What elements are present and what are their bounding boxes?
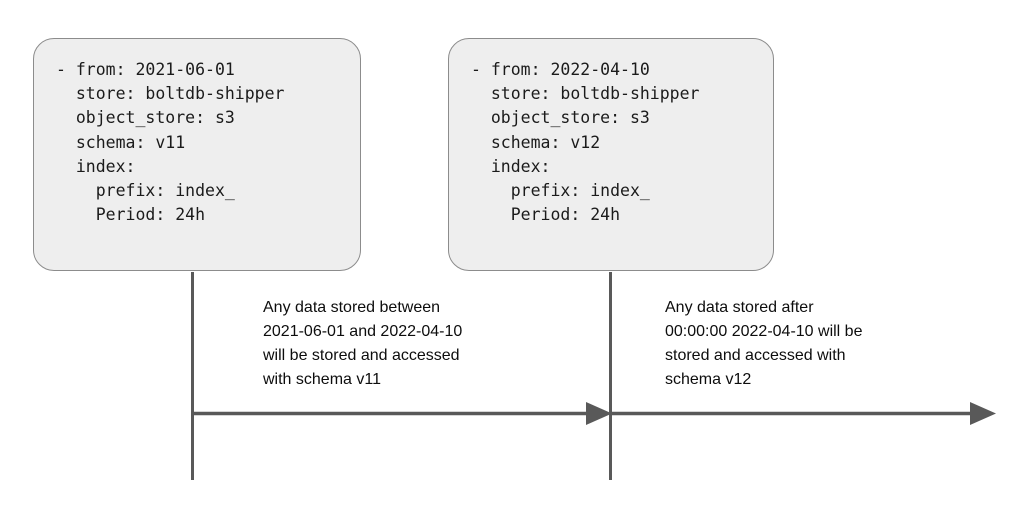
config-box-schema-v12: - from: 2022-04-10 store: boltdb-shipper… xyxy=(448,38,774,271)
timeline-tick-line-2022-04-10 xyxy=(609,272,612,480)
timeline-arrowhead-right xyxy=(970,402,996,425)
annotation-schema-v12: Any data stored after 00:00:00 2022-04-1… xyxy=(665,299,863,388)
config-box-schema-v11-text: - from: 2021-06-01 store: boltdb-shipper… xyxy=(56,60,285,225)
config-box-schema-v12-text: - from: 2022-04-10 store: boltdb-shipper… xyxy=(471,60,700,225)
config-box-schema-v11: - from: 2021-06-01 store: boltdb-shipper… xyxy=(33,38,361,271)
annotation-schema-v11: Any data stored between 2021-06-01 and 2… xyxy=(263,299,463,388)
timeline-tick-line-2021-06-01 xyxy=(191,272,194,480)
